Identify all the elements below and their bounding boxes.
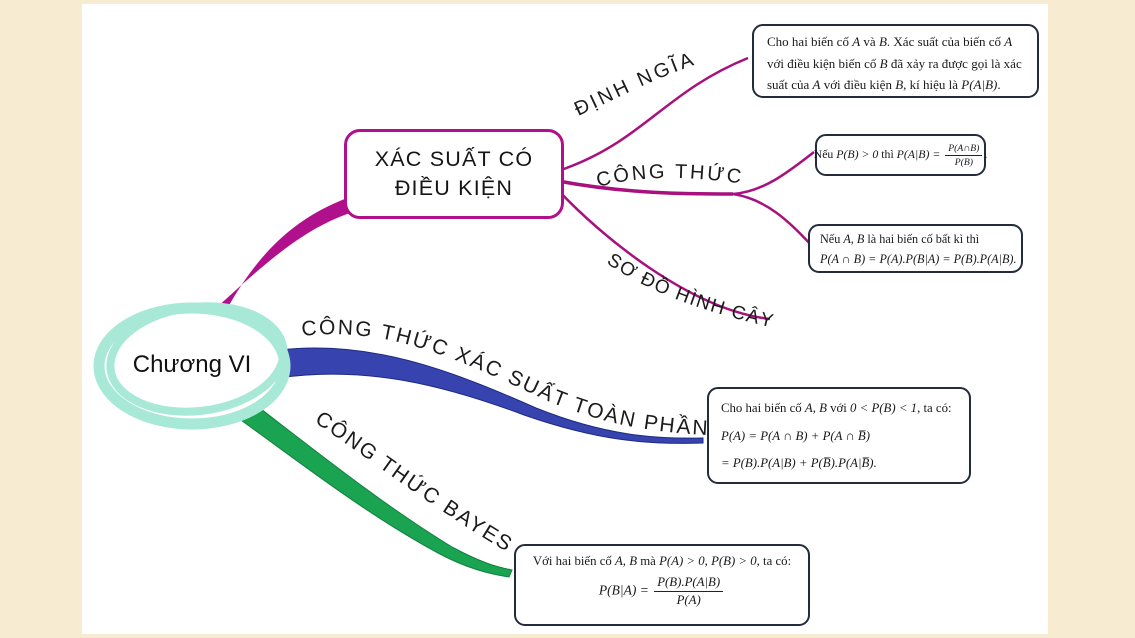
connector-definition	[557, 56, 749, 173]
topic-conditional-probability[interactable]: XÁC SUẤT CÓ ĐIỀU KIỆN	[344, 129, 564, 219]
text-run: mà	[637, 554, 660, 568]
text-run: Với hai biến cố	[532, 554, 615, 568]
central-topic[interactable]: Chương VI	[132, 351, 252, 378]
note-definition[interactable]: Cho hai biến cố A và B. Xác suất của biế…	[752, 24, 1039, 98]
math-run: A, B	[843, 232, 865, 246]
central-cloud-inner-loop	[106, 302, 288, 416]
math-run: P(A|B) =	[896, 146, 941, 161]
math-run: P(A|B)	[961, 77, 998, 93]
topic-conditional-line2: ĐIỀU KIỆN	[394, 176, 514, 200]
connector-tree-diagram	[557, 189, 771, 321]
formula-line: P(A ∩ B) = P(A).P(B|A) = P(B).P(A|B).	[820, 251, 1017, 266]
fraction-denominator: P(B)	[954, 156, 973, 168]
connector-formula-trunk	[557, 179, 734, 196]
text-run: Nếu	[813, 146, 837, 161]
branch-total-probability	[277, 347, 704, 444]
text-run: Nếu	[820, 232, 844, 246]
topic-total-probability-label-text: CÔNG THỨC XÁC SUẤT TOÀN PHẦN	[301, 316, 709, 440]
connector-formula-lower	[732, 192, 813, 247]
math-run: P(B) > 0	[836, 146, 879, 161]
text-run: , ta có:	[756, 554, 792, 568]
text-run: .	[997, 77, 1001, 93]
note-total-probability[interactable]: Cho hai biến cố A, B với 0 < P(B) < 1, t…	[707, 387, 971, 484]
math-run: B	[895, 77, 904, 93]
subtopic-formula-label-text: CÔNG THỨC	[594, 161, 742, 192]
topic-total-probability-label[interactable]: CÔNG THỨC XÁC SUẤT TOÀN PHẦN	[301, 316, 711, 440]
text-run: và	[860, 34, 879, 49]
math-run: B	[879, 55, 888, 71]
formula-line: P(B|A) = P(B).P(A|B) P(A)	[526, 575, 798, 608]
subtopic-tree-diagram-label[interactable]: SƠ ĐỒ HÌNH CÂY	[603, 250, 776, 333]
text-run: .	[984, 146, 988, 161]
subtopic-formula-label[interactable]: CÔNG THỨC	[594, 161, 745, 192]
note-conditional-formula[interactable]: Nếu P(B) > 0 thì P(A|B) = P(A∩B) P(B) .	[814, 134, 988, 176]
math-run: A, B	[804, 401, 827, 415]
fraction: P(A∩B) P(B)	[945, 143, 983, 168]
fraction: P(B).P(A|B) P(A)	[654, 575, 724, 608]
math-run: 0 < P(B) < 1	[850, 401, 918, 415]
math-run: A	[1004, 34, 1013, 49]
branch-bayes	[223, 392, 513, 578]
fraction-denominator: P(A)	[676, 593, 701, 607]
formula-line: P(A) = P(A ∩ B) + P(A ∩ B̅)	[721, 428, 870, 443]
text-run: Cho hai biến cố	[721, 401, 805, 415]
formula-line: Cho hai biến cố A, B với 0 < P(B) < 1, t…	[721, 395, 957, 423]
note-bayes-formula[interactable]: Với hai biến cố A, B mà P(A) > 0, P(B) >…	[514, 544, 810, 626]
connector-formula-upper	[732, 151, 815, 196]
text-run: thì	[878, 146, 897, 161]
subtopic-definition-label[interactable]: ĐỊNH NGĨA	[571, 48, 699, 121]
fraction-numerator: P(B).P(A|B)	[654, 575, 724, 592]
text-run: , kí hiệu là	[903, 77, 962, 93]
text-run: với điều kiện	[820, 77, 896, 93]
text-run: đã xảy ra được gọi là xác suất của	[767, 55, 1022, 93]
math-run: B	[878, 34, 887, 49]
math-run: P(B|A) =	[598, 582, 649, 598]
text-run: với điều kiện biến cố	[767, 55, 880, 71]
text-run: , ta có:	[917, 401, 952, 415]
subtopic-definition-label-text: ĐỊNH NGĨA	[571, 48, 696, 121]
text-run: Cho hai biến cố	[767, 34, 853, 49]
branch-conditional	[192, 197, 350, 330]
math-run: A	[812, 77, 821, 93]
text-run: với	[826, 401, 851, 415]
formula-line: Nếu A, B là hai biến cố bất kì thì	[820, 230, 1011, 250]
topic-conditional-line1: XÁC SUẤT CÓ	[374, 146, 534, 171]
formula-line: Nếu P(B) > 0 thì P(A|B) = P(A∩B) P(B) .	[814, 143, 988, 168]
math-run: A	[852, 34, 861, 49]
note-product-rule[interactable]: Nếu A, B là hai biến cố bất kì thì P(A ∩…	[808, 224, 1023, 273]
text-run: . Xác suất của biến cố	[886, 34, 1005, 49]
fraction-numerator: P(A∩B)	[945, 143, 983, 156]
formula-line: = P(B).P(A|B) + P(B̅).P(A|B̅).	[721, 456, 877, 470]
math-run: P(A) > 0, P(B) > 0	[659, 554, 757, 568]
math-run: A, B	[614, 554, 638, 568]
formula-line: Với hai biến cố A, B mà P(A) > 0, P(B) >…	[526, 554, 798, 569]
subtopic-tree-diagram-label-text: SƠ ĐỒ HÌNH CÂY	[603, 250, 775, 333]
text-run: là hai biến cố bất kì thì	[864, 232, 980, 246]
